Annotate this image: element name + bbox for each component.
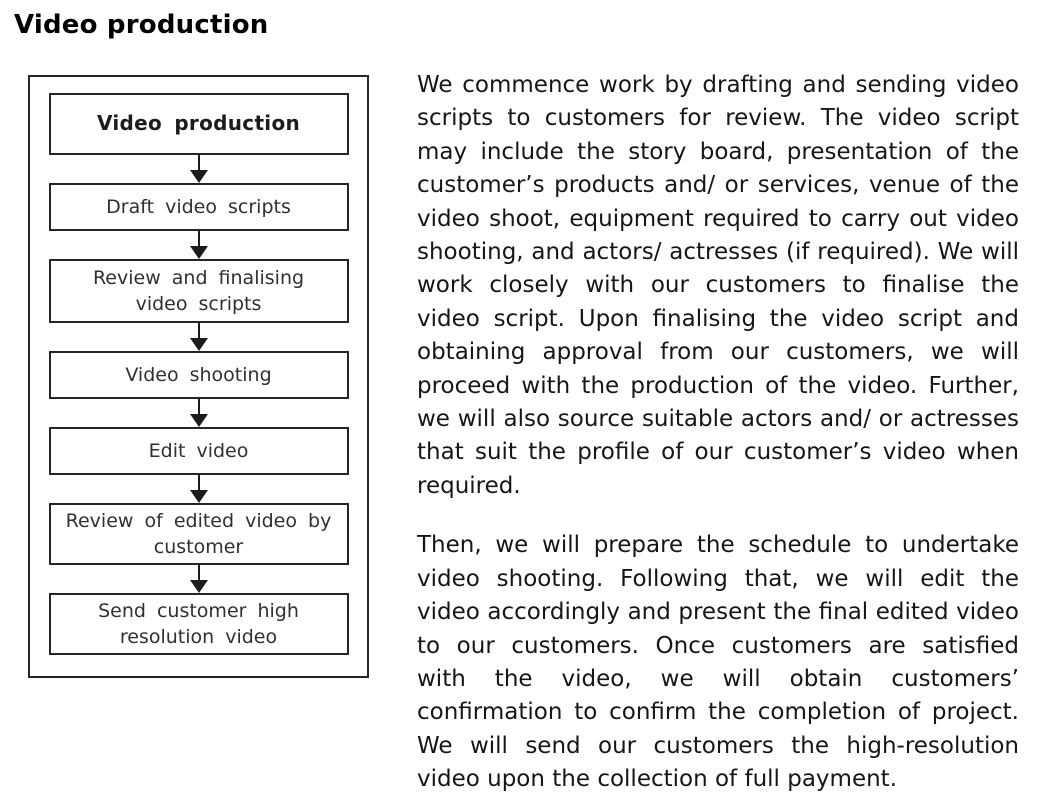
flow-step-label: Video production — [96, 111, 301, 136]
arrow-head — [189, 246, 208, 259]
paragraph: We commence work by drafting and sending… — [417, 72, 1019, 499]
arrow-head — [189, 338, 208, 351]
arrow-shaft — [197, 323, 200, 338]
arrow-shaft — [197, 155, 200, 170]
down-arrow-icon — [30, 231, 367, 259]
arrow-shaft — [197, 475, 200, 490]
down-arrow-icon — [30, 399, 367, 427]
down-arrow-icon — [30, 323, 367, 351]
flow-step-label: Review and finalising video scripts — [92, 266, 305, 315]
flow-step-label: Video shooting — [125, 363, 272, 386]
flow-step: Video shooting — [48, 351, 349, 399]
flow-step: Video production — [48, 93, 349, 155]
flow-step-label: Edit video — [148, 439, 249, 462]
flow-step-label: Send customer high resolution video — [98, 599, 299, 648]
flow-step: Draft video scripts — [48, 183, 349, 231]
flowchart: Video production Draft video scripts Rev… — [28, 75, 369, 678]
body-text: We commence work by drafting and sending… — [417, 69, 1019, 797]
flow-step-label: Draft video scripts — [106, 195, 291, 218]
flow-step-label: Review of edited video by customer — [65, 509, 332, 558]
arrow-head — [189, 490, 208, 503]
flow-step: Review and finalising video scripts — [48, 259, 349, 323]
page-title: Video production — [14, 10, 269, 40]
arrow-shaft — [197, 399, 200, 414]
flow-step: Review of edited video by customer — [48, 503, 349, 565]
down-arrow-icon — [30, 565, 367, 593]
flow-step: Edit video — [48, 427, 349, 475]
arrow-shaft — [197, 231, 200, 246]
arrow-head — [189, 170, 208, 183]
arrow-head — [189, 414, 208, 427]
arrow-head — [189, 580, 208, 593]
arrow-shaft — [197, 565, 200, 580]
down-arrow-icon — [30, 155, 367, 183]
paragraph: Then, we will prepare the schedule to un… — [417, 532, 1019, 793]
down-arrow-icon — [30, 475, 367, 503]
flow-step: Send customer high resolution video — [48, 593, 349, 655]
